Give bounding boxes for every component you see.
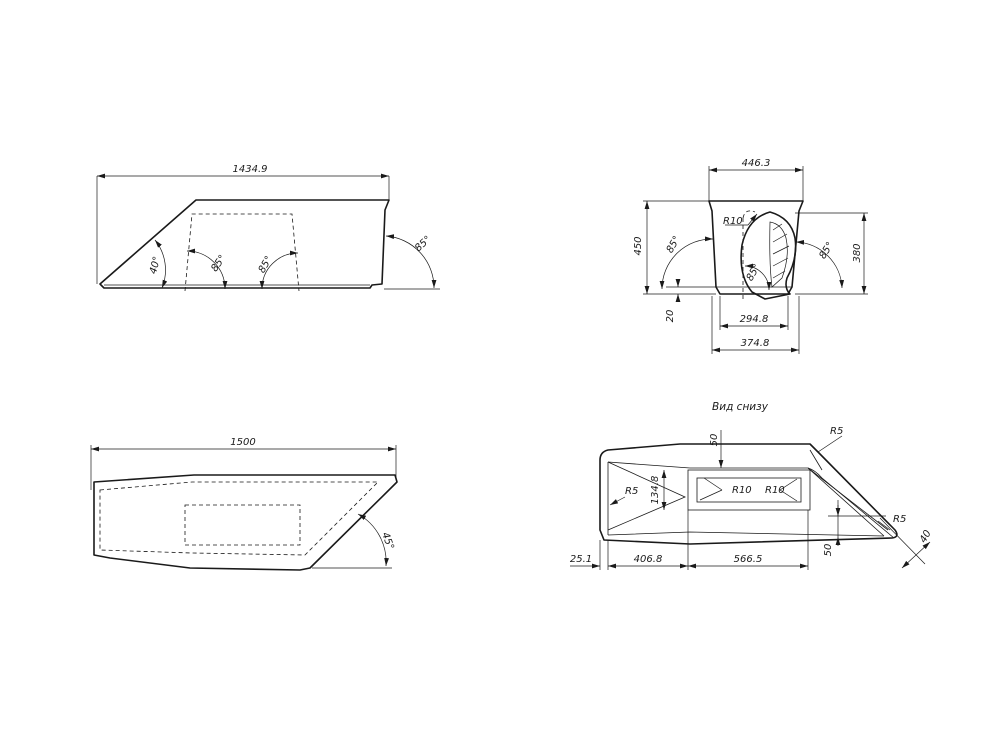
top-outline bbox=[93, 474, 398, 571]
front-angle-40-text: 40° bbox=[148, 255, 163, 275]
top-hidden-outline bbox=[99, 481, 379, 556]
side-hatch-zone bbox=[769, 221, 788, 288]
bottom-r5-left-leader bbox=[609, 496, 626, 506]
bottom-r5-right-text: R5 bbox=[893, 514, 906, 525]
bottom-r10-a-leader-2 bbox=[699, 489, 723, 501]
side-height-text: 450 bbox=[633, 236, 644, 255]
front-angle-inner-left-arc bbox=[186, 248, 228, 290]
front-angle-right-text: 85° bbox=[413, 234, 434, 254]
side-hidden-curve bbox=[742, 210, 756, 219]
bottom-inner-bottom bbox=[607, 531, 885, 537]
hatch-2 bbox=[772, 233, 788, 243]
top-angle-text: 45° bbox=[379, 531, 395, 551]
side-angle-left-arc bbox=[659, 236, 714, 290]
bottom-r10-b-text: R10 bbox=[765, 485, 785, 496]
hatch-1 bbox=[772, 223, 783, 231]
bottom-inner-right-edge bbox=[807, 467, 889, 531]
top-hidden-rect bbox=[184, 504, 301, 546]
front-length-text: 1434.9 bbox=[233, 164, 268, 175]
top-angle-arc bbox=[357, 513, 389, 567]
bottom-outline bbox=[599, 443, 898, 545]
front-angle-inner-right-arc bbox=[259, 250, 299, 290]
bottom-r5-right-leader bbox=[877, 520, 891, 531]
bottom-r5-left-text: R5 bbox=[625, 486, 638, 497]
front-angle-40-arc bbox=[154, 239, 168, 289]
side-bottom-outer-text: 374.8 bbox=[741, 338, 770, 349]
side-view: 446.3 450 85° 20 R10 85° 380 85° 294.8 3… bbox=[633, 158, 868, 354]
bottom-inner-left-wedge bbox=[607, 461, 686, 531]
bottom-view-caption: Вид снизу bbox=[712, 401, 769, 413]
top-view: 1500 45° bbox=[90, 437, 398, 571]
front-angle-right-arc bbox=[385, 234, 437, 289]
bottom-r10-a-text: R10 bbox=[732, 485, 752, 496]
bottom-view: Вид снизу 50 R5 R5 134.8 R10 R10 50 R5 bbox=[570, 401, 934, 570]
bottom-566-text: 566.5 bbox=[734, 554, 763, 565]
front-view: 1434.9 40° 85° 85° 85° bbox=[96, 164, 440, 292]
bottom-pocket-inner bbox=[696, 477, 802, 503]
bottom-r10-a-leader bbox=[703, 477, 723, 491]
bottom-406-text: 406.8 bbox=[634, 554, 663, 565]
bottom-r5-top-leader bbox=[817, 435, 843, 453]
bottom-25-text: 25.1 bbox=[570, 554, 592, 565]
side-angle-left-text: 85° bbox=[665, 234, 683, 255]
bottom-pocket-outer bbox=[687, 469, 811, 511]
hatch-5 bbox=[772, 270, 786, 279]
bottom-40-dim bbox=[901, 541, 931, 569]
bottom-40-text: 40 bbox=[918, 528, 934, 545]
side-angle-right-arc bbox=[795, 239, 845, 289]
bottom-inner-right-fillet bbox=[807, 467, 895, 539]
side-r10-text: R10 bbox=[723, 216, 743, 227]
bottom-corner-line bbox=[809, 449, 823, 471]
side-angle-right-text: 85° bbox=[818, 240, 837, 261]
front-outline bbox=[99, 199, 390, 289]
side-angle-inner-arc bbox=[744, 263, 772, 291]
side-bottom-inner-text: 294.8 bbox=[740, 314, 769, 325]
bottom-50-top-text: 50 bbox=[709, 434, 720, 447]
side-offset-text: 20 bbox=[665, 310, 676, 323]
bottom-50-right-text: 50 bbox=[823, 544, 834, 557]
side-top-text: 446.3 bbox=[742, 158, 771, 169]
bottom-inner-top bbox=[607, 461, 885, 537]
bottom-r5-top-text: R5 bbox=[830, 426, 843, 437]
bottom-134-text: 134.8 bbox=[650, 476, 661, 505]
hatch-4 bbox=[772, 257, 789, 267]
hatch-3 bbox=[772, 245, 790, 255]
top-length-text: 1500 bbox=[230, 437, 255, 448]
bottom-r10-b-leader bbox=[779, 478, 798, 502]
side-section bbox=[740, 211, 797, 300]
side-inner-height-text: 380 bbox=[852, 243, 863, 262]
side-r10-arrow bbox=[747, 213, 758, 226]
